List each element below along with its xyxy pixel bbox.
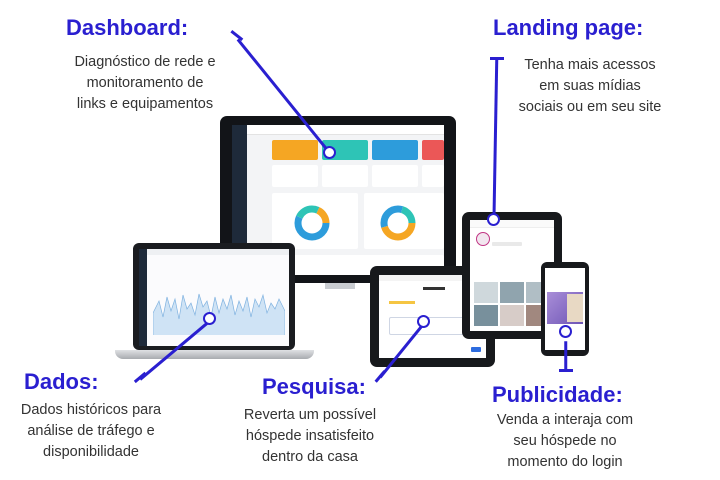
traffic-sidebar	[139, 249, 147, 346]
landing-screen	[470, 220, 554, 331]
landing-description: Tenha mais acessos em suas mídias sociai…	[496, 55, 684, 118]
pesquisa-heading: Pesquisa:	[262, 374, 366, 399]
landing-grid	[474, 282, 550, 326]
stat-card-blue	[372, 140, 418, 160]
donut-panel-1	[272, 193, 358, 249]
pesquisa-connector-dot	[417, 315, 430, 328]
traffic-screen	[139, 249, 289, 346]
donut-chart-1	[294, 205, 330, 241]
dashboard-topbar	[247, 125, 444, 135]
landing-tablet	[462, 212, 562, 339]
publicidade-connector-dot	[559, 325, 572, 338]
publicidade-line-3: momento do login	[507, 454, 623, 470]
landing-line-1: Tenha mais acessos	[524, 57, 656, 73]
laptop-base	[115, 350, 314, 359]
landing-connector-line	[492, 59, 499, 220]
dashboard-line-3: links e equipamentos	[76, 96, 214, 112]
donut-chart-2	[380, 205, 416, 241]
dashboard-description: Diagnóstico de rede e monitoramento de l…	[52, 52, 238, 115]
stat-card-red	[422, 140, 444, 160]
info-panel-1	[272, 165, 318, 187]
landing-line-3: sociais ou em seu site	[518, 99, 662, 115]
profile-avatar	[476, 232, 490, 246]
publicidade-description: Venda a interaja com seu hóspede no mome…	[480, 410, 650, 473]
dashboard-connector-dot	[323, 146, 336, 159]
dados-connector-dot	[203, 312, 216, 325]
publicidade-connector-tick	[559, 369, 573, 372]
dados-heading: Dados:	[24, 369, 99, 394]
dados-description: Dados históricos para análise de tráfego…	[0, 400, 182, 463]
survey-submit-button[interactable]	[471, 347, 481, 352]
dados-line-1: Dados históricos para	[20, 402, 162, 418]
landing-header	[470, 220, 554, 228]
landing-connector-dot	[487, 213, 500, 226]
donut-panel-2	[364, 193, 444, 249]
landing-connector-tick	[490, 57, 504, 60]
stat-card-orange	[272, 140, 318, 160]
dados-line-3: disponibilidade	[43, 444, 139, 460]
pesquisa-line-3: dentro da casa	[262, 449, 358, 465]
publicidade-line-2: seu hóspede no	[513, 433, 617, 449]
traffic-topbar	[147, 249, 289, 255]
publicidade-line-1: Venda a interaja com	[496, 412, 634, 428]
info-panel-3	[372, 165, 418, 187]
survey-logo	[423, 287, 445, 290]
laptop-device	[133, 243, 295, 350]
dashboard-sidebar	[232, 125, 247, 275]
publicidade-heading: Publicidade:	[492, 382, 623, 407]
landing-line-2: em suas mídias	[539, 78, 641, 94]
dashboard-line-2: monitoramento de	[86, 75, 204, 91]
dashboard-heading: Dashboard:	[66, 15, 189, 40]
follow-button[interactable]	[492, 242, 522, 246]
dados-line-2: análise de tráfego e	[27, 423, 155, 439]
dashboard-line-1: Diagnóstico de rede e	[74, 54, 216, 70]
traffic-area-chart	[153, 293, 285, 335]
survey-header	[379, 275, 486, 281]
pesquisa-line-1: Reverta um possível	[243, 407, 377, 423]
info-panel-4	[422, 165, 444, 187]
pesquisa-line-2: hóspede insatisfeito	[245, 428, 375, 444]
landing-heading: Landing page:	[493, 15, 644, 40]
publicidade-connector-line	[564, 341, 568, 372]
pesquisa-description: Reverta um possível hóspede insatisfeito…	[236, 405, 384, 468]
monitor-stand	[325, 283, 355, 289]
ad-side-image	[567, 294, 583, 322]
info-panel-2	[322, 165, 368, 187]
survey-stars	[389, 301, 415, 304]
